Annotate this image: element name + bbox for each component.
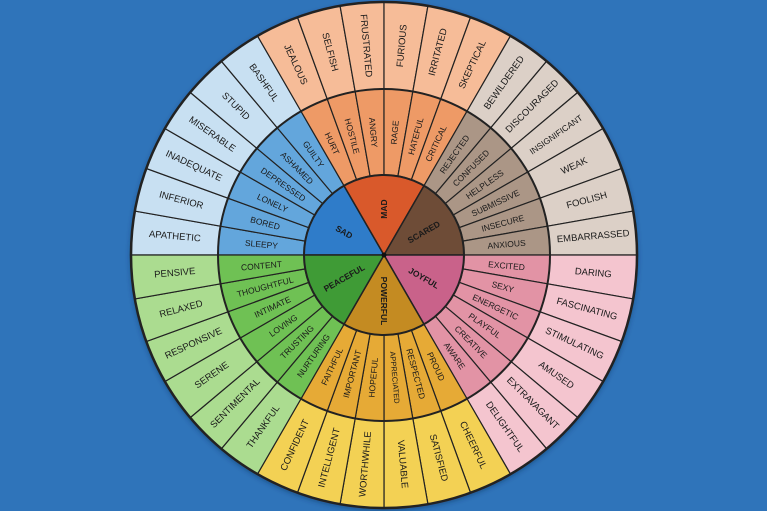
wheel-rim	[129, 0, 639, 510]
outer-feeling-label: APATHETIC	[148, 229, 201, 244]
outer-feeling-label: FRUSTRATED	[357, 14, 373, 78]
outer-feeling-label: FURIOUS	[395, 24, 410, 68]
core-feeling-label: MAD	[379, 199, 389, 218]
center-dot	[381, 252, 387, 258]
outer-feeling-label: DARING	[574, 266, 612, 280]
middle-feeling-label: EXCITED	[488, 259, 526, 272]
middle-feeling-label: ANGRY	[367, 117, 380, 148]
ring-divider	[303, 174, 465, 336]
middle-feeling-label: CONTENT	[241, 259, 283, 273]
outer-feeling-label: PENSIVE	[154, 266, 196, 281]
middle-feeling-label: SLEEPY	[245, 238, 279, 251]
middle-feeling-label: HOPEFUL	[367, 357, 380, 398]
ring-divider	[217, 88, 551, 422]
core-feeling-label: POWERFUL	[379, 277, 389, 326]
middle-feeling-label: RAGE	[389, 120, 401, 145]
middle-feeling-label: ANXIOUS	[487, 238, 526, 251]
outer-feeling-label: VALUABLE	[395, 440, 410, 489]
